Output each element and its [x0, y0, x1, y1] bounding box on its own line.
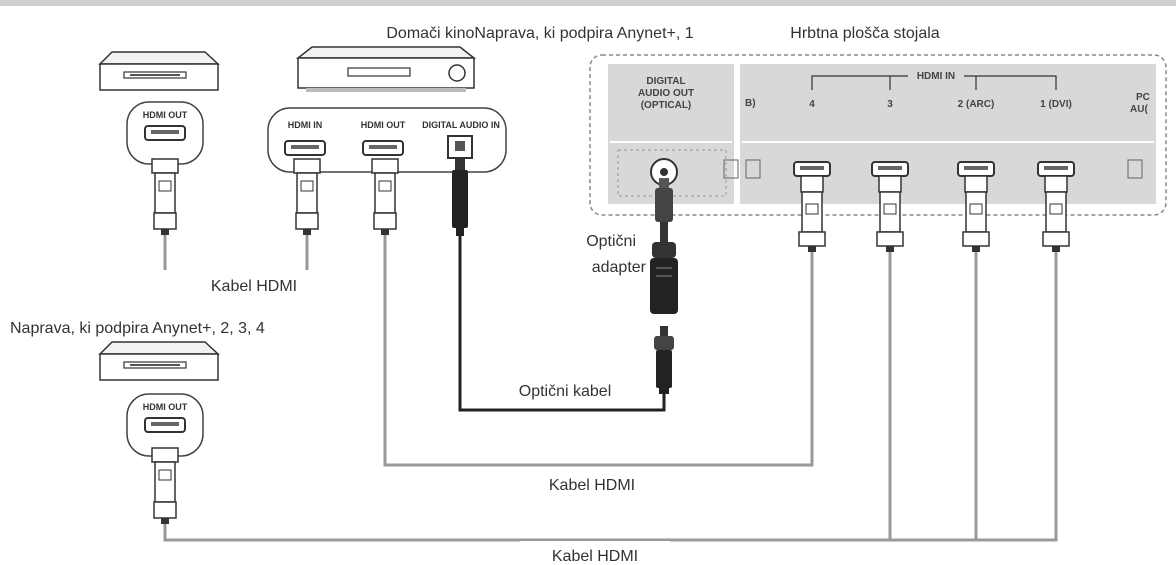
- ht-hdmi-out-port: [362, 140, 404, 156]
- ht-digital-audio-in-label: DIGITAL AUDIO IN: [422, 120, 500, 130]
- ht-hdmi-out-label: HDMI OUT: [361, 120, 406, 130]
- panel-digital-audio-out-2: AUDIO OUT: [638, 88, 694, 99]
- panel-hdmi-1: 1 (DVI): [1040, 99, 1072, 110]
- optical-adapter-assembly: [650, 178, 678, 394]
- rear-panel-outline: [589, 54, 1167, 216]
- device-1: [98, 51, 220, 91]
- panel-left-cut-label: B): [745, 98, 756, 109]
- tv-hdmi-1-plug: [1042, 175, 1070, 253]
- rear-panel-label: Hrbtna plošča stojala: [790, 25, 940, 42]
- panel-hdmi-3: 3: [887, 99, 893, 110]
- panel-right-cut-label-2: AU(: [1130, 104, 1148, 115]
- device-234-label: Naprava, ki podpira Anynet+, 2, 3, 4: [10, 320, 265, 337]
- hdmi-port-2: [957, 161, 995, 177]
- hdmi-port-4: [793, 161, 831, 177]
- panel-hdmi-in-header: HDMI IN: [917, 71, 955, 82]
- device-1-hdmi-plug: [151, 158, 179, 236]
- hdmi-cables: [163, 235, 1058, 542]
- ht-optical-plug: [452, 158, 468, 236]
- optical-cable-label: Optični kabel: [519, 383, 612, 400]
- ht-hdmi-in-port: [284, 140, 326, 156]
- optical-cable-line: [458, 235, 666, 412]
- ht-hdmi-in-plug: [293, 158, 321, 236]
- optical-adapter-label-1: Optični: [586, 233, 636, 250]
- device-234-hdmi-out-label: HDMI OUT: [143, 402, 188, 412]
- top-border: [0, 0, 1176, 6]
- panel-hdmi-2: 2 (ARC): [958, 99, 995, 110]
- tv-hdmi-2-plug: [962, 175, 990, 253]
- device-234-hdmi-plug: [151, 447, 179, 525]
- device-234: [98, 341, 220, 381]
- optical-adapter-label-2: adapter: [592, 259, 647, 276]
- tv-hdmi-3-plug: [876, 175, 904, 253]
- home-theater-device: [295, 46, 477, 92]
- tv-hdmi-4-plug: [798, 175, 826, 253]
- ht-optical-in-port: [447, 135, 473, 159]
- panel-digital-audio-out-1: DIGITAL: [646, 76, 685, 87]
- device-1-hdmi-out-label: HDMI OUT: [143, 110, 188, 120]
- hdmi-cable-bottom-label: Kabel HDMI: [552, 548, 638, 565]
- panel-right-cut-label-1: PC: [1136, 92, 1150, 103]
- hdmi-port-3: [871, 161, 909, 177]
- ht-hdmi-out-plug: [371, 158, 399, 236]
- panel-hdmi-4: 4: [809, 99, 815, 110]
- ht-hdmi-in-label: HDMI IN: [288, 120, 323, 130]
- hdmi-port-1: [1037, 161, 1075, 177]
- home-theater-label: Domači kinoNaprava, ki podpira Anynet+, …: [386, 25, 693, 42]
- panel-digital-audio-out-3: (OPTICAL): [641, 100, 692, 111]
- hdmi-cable-mid-label: Kabel HDMI: [549, 477, 635, 494]
- hdmi-cable-top-label: Kabel HDMI: [211, 278, 297, 295]
